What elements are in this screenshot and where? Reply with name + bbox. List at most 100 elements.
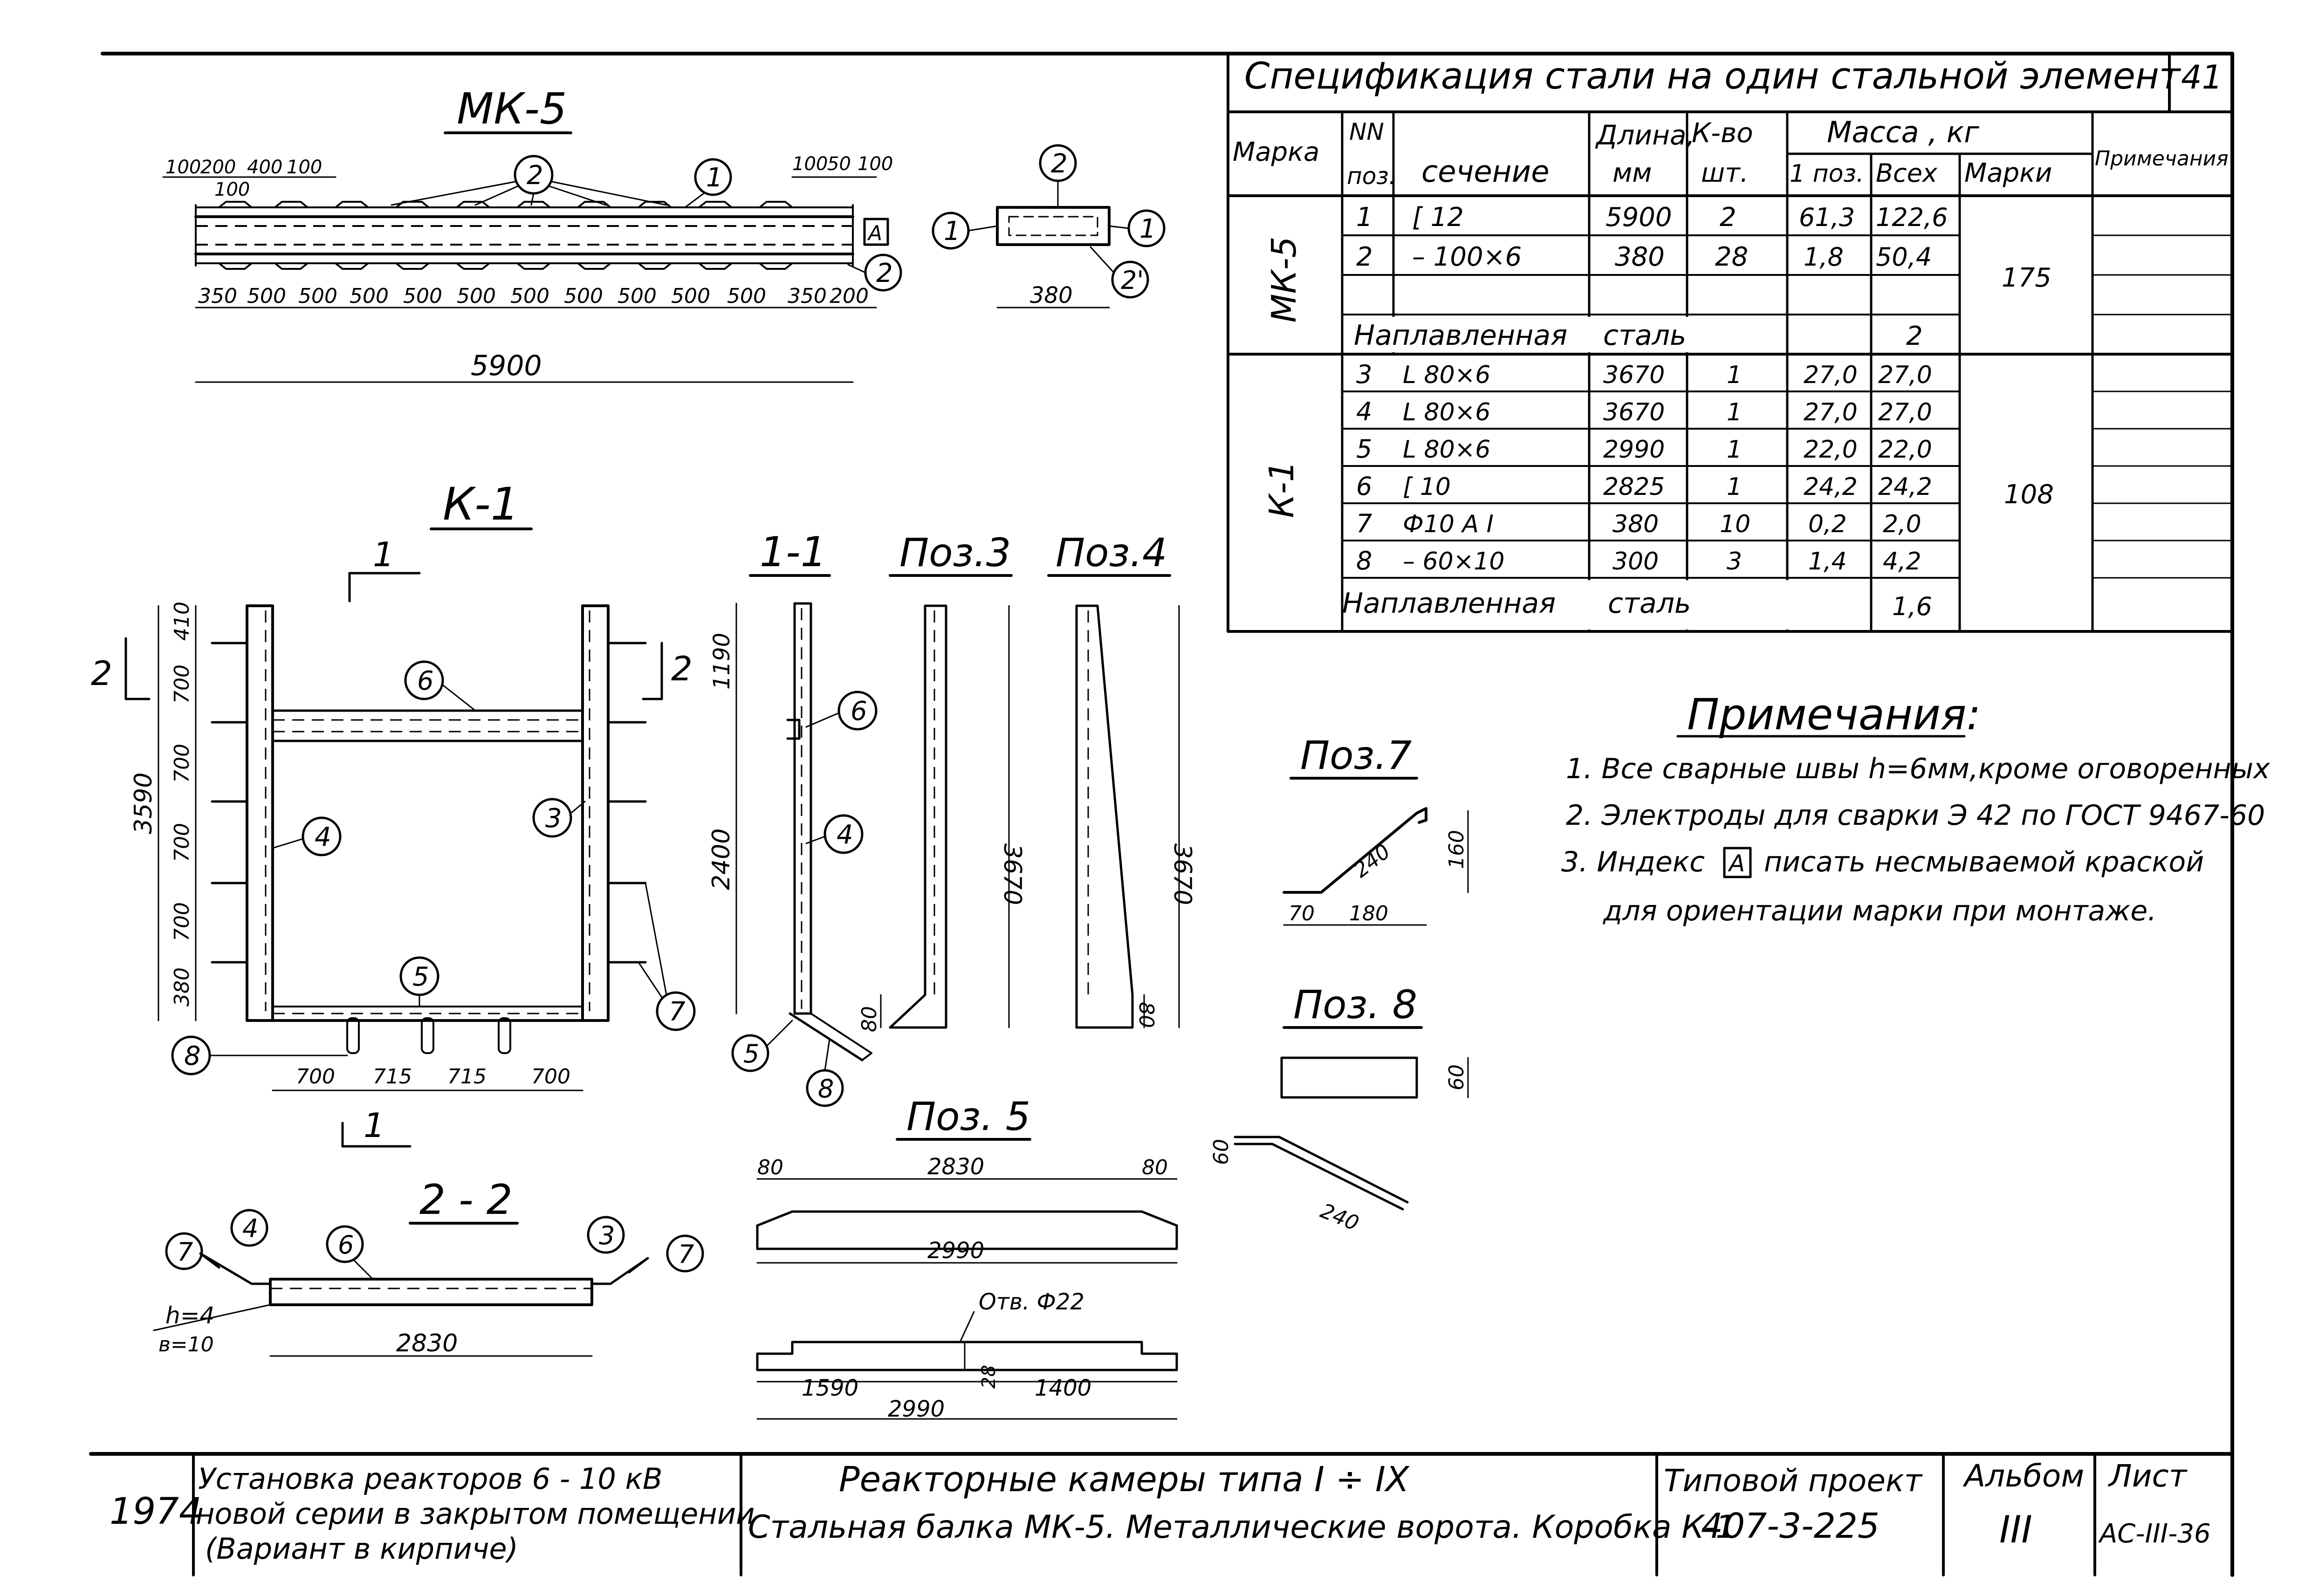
dim-label: 700 [170,823,194,862]
cell-pos: 7 [1356,509,1372,538]
cell-mass-one: 24,2 [1804,473,1858,501]
dim-label: 2400 [707,829,735,890]
title-block: 1974 Установка реакторов 6 - 10 кВ новой… [110,1452,2211,1576]
callout-label: 8 [184,1041,201,1071]
dim-label: 100 [858,153,893,175]
cell-mass-all: 24,2 [1878,473,1932,501]
dim-label: 80 [1134,1002,1158,1028]
mk5-overall: 5900 [471,349,542,382]
note-1: 1. Все сварные швы h=6мм,кроме оговоренн… [1566,753,2270,785]
cell-qty: 1 [1727,361,1742,389]
mk5-index-box [863,218,889,246]
cell-qty: 2 [1720,202,1736,233]
cell-section: – 60×10 [1403,548,1504,575]
dim-label: 715 [447,1065,487,1089]
dim-label: 1590 [802,1375,858,1401]
dim-label: 500 [671,284,710,308]
cell-section: – 100×6 [1412,242,1522,272]
dim-label: 160 [1445,830,1468,869]
cell-qty: 28 [1715,242,1748,272]
group-mark-mk5: МК-5 [1264,236,1304,322]
dim-label: 410 [170,602,194,641]
callout-label: 1 [706,163,723,193]
tb-title-1: Реакторные камеры типа I ÷ IX [839,1459,1410,1500]
dim-label: 100 [165,157,201,178]
dim-label: 2830 [927,1154,984,1180]
dim-label: 3590 [130,773,158,834]
callout-label: 1 [944,216,960,247]
dim-label: 2990 [888,1396,945,1422]
dim-label: 2990 [927,1238,984,1264]
pos7-title: Поз.7 [1300,733,1412,778]
mk5-plates [218,201,793,270]
mk5-index-letter: А [867,221,882,245]
tb-desc-3: (Вариант в кирпиче) [205,1532,518,1566]
cell-mass-one: 0,2 [1808,510,1847,538]
cell-pos: 6 [1356,472,1372,501]
dim-label: 3670 [998,843,1026,905]
hdr-nn: NN [1349,118,1384,145]
s11-title: 1-1 [760,528,827,576]
cell-section: L 80×6 [1403,436,1490,464]
callout-label: 1 [1139,214,1156,244]
notes-block: Примечания: 1. Все сварные швы h=6мм,кро… [1561,690,2270,927]
mk5-title: МК-5 [457,84,567,134]
dim-label: 715 [373,1065,412,1089]
hdr-pos: поз. [1347,163,1396,190]
pos4-title: Поз.4 [1056,530,1167,575]
dim-label: 80 [1142,1156,1168,1179]
k1-anchors [211,642,647,964]
cell-length: 3670 [1603,361,1665,389]
pos5-title: Поз. 5 [906,1094,1030,1139]
callout-label: 6 [338,1230,354,1260]
cell-length: 2990 [1603,436,1665,464]
cell-section: Ф10 А I [1403,510,1494,538]
hdr-length-unit: мм [1612,158,1652,188]
dim-label: 700 [296,1065,335,1089]
section-mark-label: 2 [91,654,112,693]
sheet-number: 41 [2181,58,2223,96]
dim-label: 240 [1349,840,1395,883]
dim-label: 500 [298,284,337,308]
dim-label: 500 [727,284,766,308]
cell-mass-all: 27,0 [1878,361,1932,389]
cell-pos: 1 [1356,202,1373,233]
view-pos8: Поз. 8 60 60 240 [1209,982,1469,1236]
tb-desc-2: новой серии в закрытом помещении [196,1497,755,1531]
cell-qty: 1 [1727,473,1742,501]
dim-label: Отв. Ф22 [979,1289,1084,1315]
dim-label: 350 [788,284,827,308]
tb-title-2: Стальная балка МК-5. Металлические ворот… [748,1509,1736,1546]
view-pos5: Поз. 5 80 2830 80 2990 Отв. Ф22 1590 28 … [756,1094,1178,1422]
dim-label: 400 [247,157,282,178]
cell-mass-one: 27,0 [1804,361,1858,389]
cell-mass-one: 1,8 [1804,242,1844,272]
dim-label: 500 [564,284,603,308]
dim-label: 380 [170,967,194,1007]
hdr-mass-one: 1 поз. [1790,160,1864,188]
callout-label: 7 [177,1237,193,1267]
dim-label: 700 [531,1065,570,1089]
tb-album-number: III [1999,1508,2032,1551]
hdr-qty: К-во [1692,117,1753,149]
cell-length: 300 [1612,548,1659,575]
weld-label: Наплавленная [1342,587,1556,620]
dim-label: 500 [403,284,442,308]
hdr-mass-all: Всех [1876,158,1938,188]
cell-pos: 4 [1356,397,1372,426]
cell-length: 5900 [1605,202,1672,233]
dim-label: 1190 [709,633,735,690]
cell-length: 380 [1615,242,1665,272]
note-3-cont: писать несмываемой краской [1764,846,2204,878]
dim-label: 700 [170,902,194,941]
dim-label: 60 [1445,1064,1468,1090]
cell-qty: 1 [1727,436,1742,464]
notes-title: Примечания: [1687,690,1981,740]
cell-pos: 2 [1356,242,1373,272]
callout-circle [694,158,732,196]
dim-label: 100 [287,157,322,178]
cell-mass-all: 22,0 [1878,436,1932,464]
cell-section: L 80×6 [1403,361,1490,389]
cell-section: L 80×6 [1403,398,1490,426]
